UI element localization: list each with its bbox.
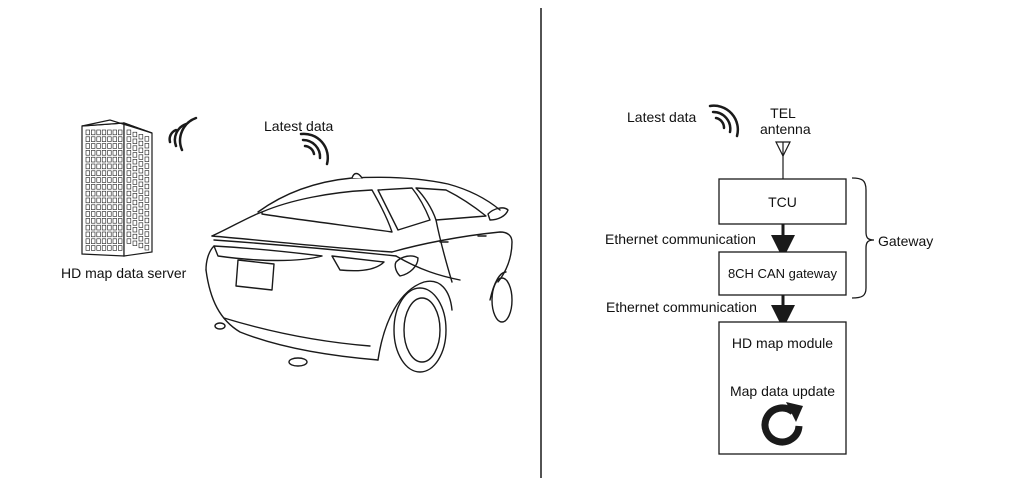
refresh-icon <box>761 402 803 446</box>
server-building-icon <box>81 119 153 257</box>
gateway-bracket <box>851 177 875 299</box>
gateway-bracket-label: Gateway <box>878 233 934 249</box>
hd-map-module-box <box>718 321 847 455</box>
tcu-label: TCU <box>768 194 797 210</box>
hd-map-server-label: HD map data server <box>61 265 187 281</box>
car-illustration <box>205 172 513 373</box>
tel-antenna-line2: antenna <box>760 121 811 137</box>
server-signal-icon <box>168 116 198 152</box>
latest-data-right-label: Latest data <box>627 109 697 125</box>
tel-antenna-label: TEL antenna <box>760 105 811 137</box>
tel-antenna-line1: TEL <box>770 105 796 121</box>
can-gateway-label: 8CH CAN gateway <box>727 266 838 281</box>
tcu-box <box>718 178 847 225</box>
ethernet-label-2: Ethernet communication <box>606 299 757 315</box>
tel-antenna-icon <box>775 141 791 179</box>
car-signal-icon <box>299 132 330 166</box>
hd-map-module-label: HD map module <box>731 335 834 351</box>
map-data-update-label: Map data update <box>729 383 836 399</box>
ethernet-label-1: Ethernet communication <box>605 231 756 247</box>
antenna-signal-icon <box>708 104 740 138</box>
latest-data-left-label: Latest data <box>264 118 334 134</box>
